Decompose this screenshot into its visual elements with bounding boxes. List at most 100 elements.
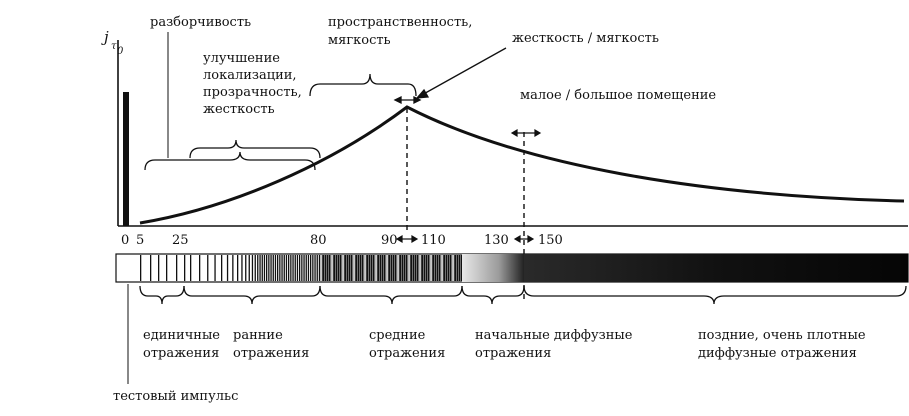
reflection-line xyxy=(359,255,362,281)
reflection-line xyxy=(232,255,234,281)
reflection-line xyxy=(372,255,375,281)
reflection-line xyxy=(397,255,399,281)
tick-5: 5 xyxy=(136,233,144,248)
reflection-line xyxy=(443,255,445,281)
tick-110: 110 xyxy=(421,233,446,248)
reflection-line xyxy=(394,255,397,281)
y-axis-label-sub: τ xyxy=(111,41,117,52)
reflection-line xyxy=(301,255,303,281)
reflection-line xyxy=(288,255,290,281)
reflection-line xyxy=(337,255,340,281)
reflection-line xyxy=(248,255,250,281)
label-early-2: отражения xyxy=(233,346,309,361)
reflection-line xyxy=(322,255,324,281)
reflection-line xyxy=(307,255,310,281)
tick-80: 80 xyxy=(310,233,327,248)
reflection-line xyxy=(399,255,401,281)
label-localization-2: локализации, xyxy=(203,68,297,83)
room-size-double-arrow xyxy=(510,128,542,138)
reflection-line xyxy=(305,255,307,281)
tick-25: 25 xyxy=(172,233,189,248)
label-spaciousness-2: мягкость xyxy=(328,33,391,48)
reflection-line xyxy=(226,255,229,281)
reflection-line xyxy=(150,255,152,281)
reflection-line xyxy=(419,255,421,281)
reflection-line xyxy=(199,255,201,281)
room-tick-double-arrow xyxy=(513,234,535,244)
reflection-line xyxy=(408,255,410,281)
reflection-line xyxy=(259,255,261,281)
reflection-line xyxy=(285,255,288,281)
reflection-line xyxy=(158,255,160,281)
label-initial-diffuse-1: начальные диффузные xyxy=(475,328,633,343)
reflection-line xyxy=(344,255,346,281)
label-early-1: ранние xyxy=(233,328,283,343)
tick-0: 0 xyxy=(121,233,129,248)
reflection-line xyxy=(364,255,366,281)
reflection-line xyxy=(312,255,314,281)
label-single-2: отражения xyxy=(143,346,219,361)
reflection-line xyxy=(326,255,329,281)
reflection-line xyxy=(454,255,456,281)
label-middle-1: средние xyxy=(369,328,426,343)
reflection-line xyxy=(296,255,299,281)
brace-localization-span xyxy=(189,139,321,159)
reflection-line xyxy=(432,255,434,281)
reflection-line xyxy=(390,255,393,281)
reflection-line xyxy=(221,255,223,281)
reflection-line xyxy=(414,255,417,281)
reflection-line xyxy=(388,255,390,281)
label-localization-3: прозрачность, xyxy=(203,85,302,100)
label-late-1: поздние, очень плотные xyxy=(698,328,866,343)
energy-curve xyxy=(139,105,905,225)
reflection-line xyxy=(292,255,294,281)
reflection-line xyxy=(290,255,292,281)
label-test-pulse: тестовый импульс xyxy=(113,389,238,404)
reflection-line xyxy=(375,255,377,281)
reflection-line xyxy=(377,255,379,281)
brace-intelligibility-span xyxy=(144,151,316,171)
reflection-line xyxy=(303,255,305,281)
reflection-line xyxy=(423,255,426,281)
y-axis-label: j xyxy=(101,28,109,46)
reflection-line xyxy=(299,255,301,281)
reflection-line xyxy=(283,255,285,281)
label-initial-diffuse-2: отражения xyxy=(475,346,551,361)
tick-130: 130 xyxy=(484,233,509,248)
reflection-line xyxy=(176,255,178,281)
reflection-line xyxy=(401,255,404,281)
reflection-line xyxy=(452,255,454,281)
reflectogram-strip xyxy=(115,253,909,283)
test-pulse-bar xyxy=(123,92,129,226)
reflection-line xyxy=(386,255,388,281)
reflection-line xyxy=(421,255,423,281)
label-room-size: малое / большое помещение xyxy=(520,88,716,103)
reflection-line xyxy=(314,255,316,281)
reflection-line xyxy=(318,255,321,281)
reflection-line xyxy=(279,255,281,281)
label-hardness: жесткость / мягкость xyxy=(512,31,659,46)
reflection-line xyxy=(370,255,373,281)
reflection-line xyxy=(339,255,342,281)
label-localization-4: жесткость xyxy=(203,102,275,117)
reflection-line xyxy=(458,255,461,281)
reflection-line xyxy=(333,255,335,281)
label-spaciousness-1: пространственность, xyxy=(328,15,472,30)
reflection-line xyxy=(254,255,256,281)
hardness-arrow xyxy=(393,47,507,105)
label-late-2: диффузные отражения xyxy=(698,346,857,361)
reflection-line xyxy=(447,255,450,281)
reflection-line xyxy=(392,255,395,281)
reflection-line xyxy=(405,255,408,281)
reflection-line xyxy=(266,255,268,281)
reflection-line xyxy=(425,255,428,281)
reflection-line xyxy=(320,255,322,281)
reflection-line xyxy=(335,255,338,281)
reflection-line xyxy=(294,255,296,281)
peak-tick-double-arrow xyxy=(395,234,419,244)
tick-90: 90 xyxy=(381,233,398,248)
reflection-line xyxy=(214,255,216,281)
reflection-line xyxy=(438,255,441,281)
reflection-line xyxy=(263,255,266,281)
